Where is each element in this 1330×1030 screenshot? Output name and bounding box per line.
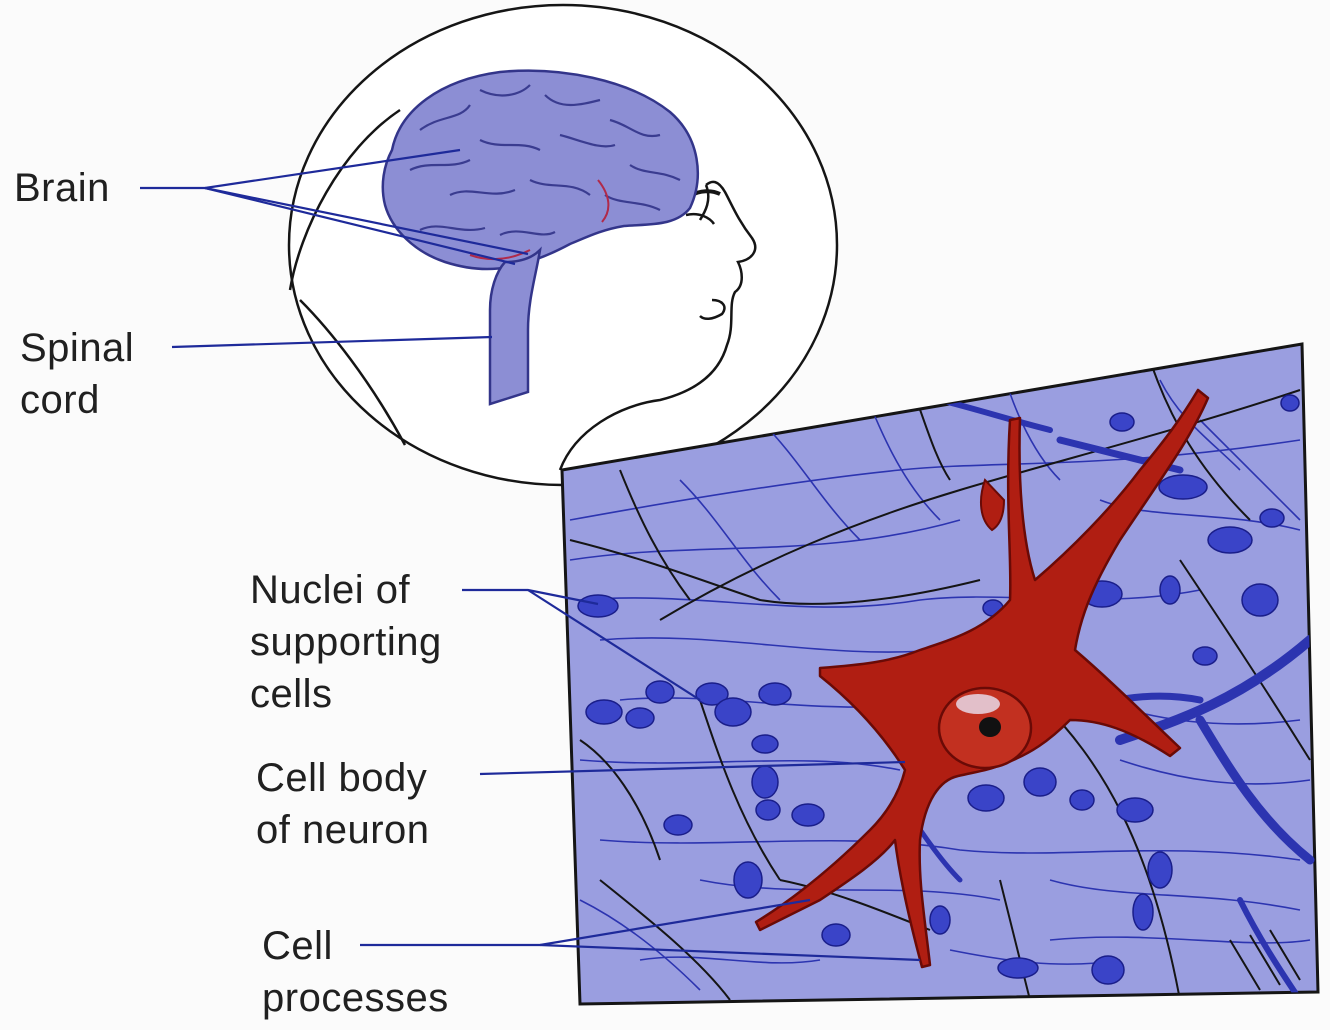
neuron-nucleus-highlight	[956, 694, 1000, 714]
label-spinal-cord: Spinal cord	[20, 322, 134, 426]
label-brain: Brain	[14, 162, 110, 214]
head-illustration	[289, 5, 837, 485]
label-cell-body-of-neuron: Cell body of neuron	[256, 752, 430, 856]
label-nuclei-of-supporting-cells: Nuclei of supporting cells	[250, 564, 442, 720]
neuron-nucleolus	[979, 717, 1001, 737]
label-cell-processes: Cell processes	[262, 920, 449, 1024]
